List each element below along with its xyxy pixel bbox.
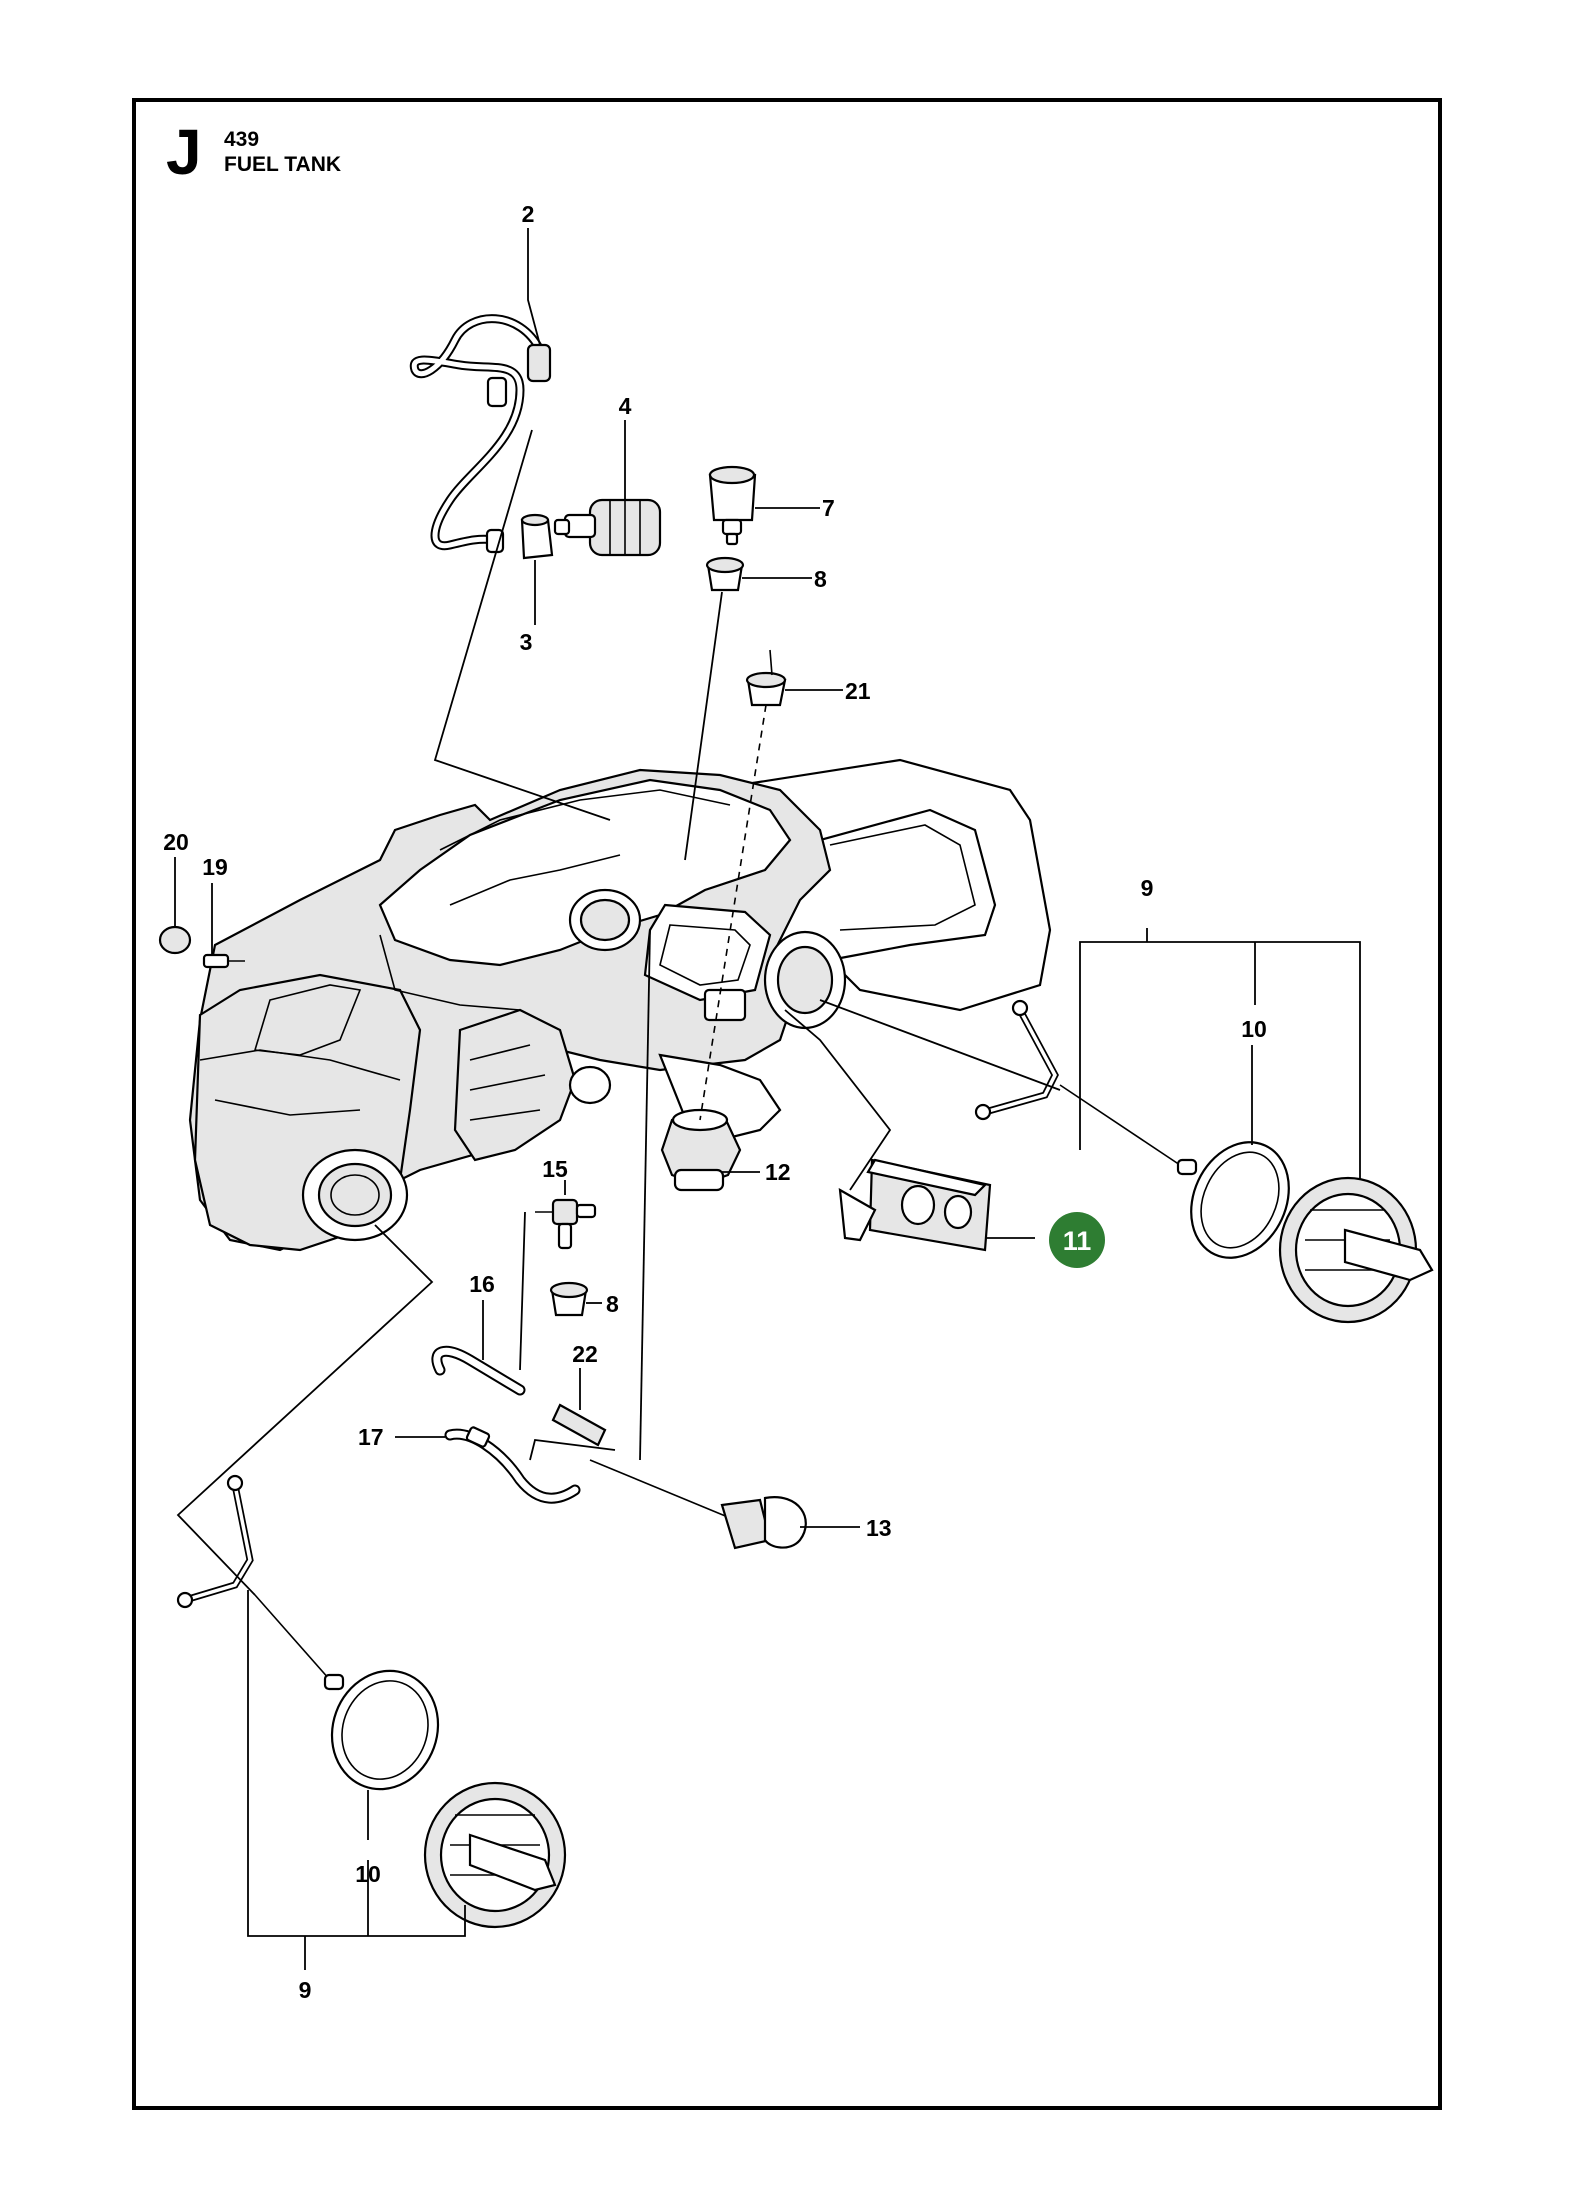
part-17-hose[interactable] [444, 1426, 581, 1504]
callout-4: 4 [619, 393, 632, 419]
callout-12: 12 [765, 1159, 791, 1185]
callout-19: 19 [202, 854, 228, 880]
part-2-fuel-hose[interactable] [409, 314, 552, 554]
callout-22: 22 [572, 1341, 598, 1367]
callout-9-left: 9 [299, 1977, 312, 2003]
part-8-grommet-upper[interactable] [705, 556, 745, 592]
callout-7: 7 [822, 495, 835, 521]
part-20-plug[interactable] [158, 925, 192, 955]
model-number: 439 [224, 128, 260, 151]
diagram-frame [132, 98, 1442, 2110]
part-22-sleeve[interactable] [551, 1403, 607, 1447]
callout-10-left: 10 [355, 1861, 381, 1887]
highlight-circle [1049, 1212, 1105, 1268]
page-title: FUEL TANK [224, 153, 342, 176]
callout-2: 2 [522, 201, 535, 227]
callout-8-lower: 8 [606, 1291, 619, 1317]
callout-labels: 2 4 3 7 8 21 20 19 9 10 12 15 16 8 22 17… [163, 201, 1267, 2003]
highlight-callout-11[interactable]: 11 [1049, 1212, 1105, 1268]
highlight-label: 11 [1063, 1226, 1092, 1256]
part-15-nipple[interactable] [535, 1198, 597, 1250]
part-4-fuel-filter[interactable] [553, 498, 662, 557]
callout-8-upper: 8 [814, 566, 827, 592]
callout-16: 16 [469, 1271, 495, 1297]
callout-21: 21 [845, 678, 871, 704]
part-21-bushing[interactable] [745, 671, 787, 707]
section-letter: J [166, 116, 202, 188]
part-10-gasket-right[interactable] [1173, 1126, 1307, 1274]
part-9-fuel-cap-right[interactable] [974, 999, 1434, 1324]
part-19-screw[interactable] [202, 953, 245, 969]
part-7-valve[interactable] [708, 465, 757, 546]
callout-17: 17 [358, 1424, 384, 1450]
part-9-fuel-cap-left[interactable] [176, 1474, 567, 1929]
part-11-cover[interactable] [838, 1158, 992, 1252]
callout-10-right: 10 [1241, 1016, 1267, 1042]
part-12-valve-rubber[interactable] [660, 1108, 742, 1192]
part-10-gasket-left[interactable] [316, 1656, 455, 1804]
part-3-sleeve[interactable] [520, 513, 554, 560]
callout-20: 20 [163, 829, 189, 855]
callout-3: 3 [520, 629, 533, 655]
part-16-hose[interactable] [431, 1345, 526, 1396]
part-8-grommet-lower[interactable] [549, 1281, 589, 1317]
callout-9-right: 9 [1141, 875, 1154, 901]
callout-15: 15 [542, 1156, 568, 1182]
fuel-tank-body[interactable] [188, 758, 1052, 1252]
leader-lines [174, 228, 1361, 1970]
part-13-primer-bulb[interactable] [589, 1459, 807, 1550]
callout-13: 13 [866, 1515, 892, 1541]
